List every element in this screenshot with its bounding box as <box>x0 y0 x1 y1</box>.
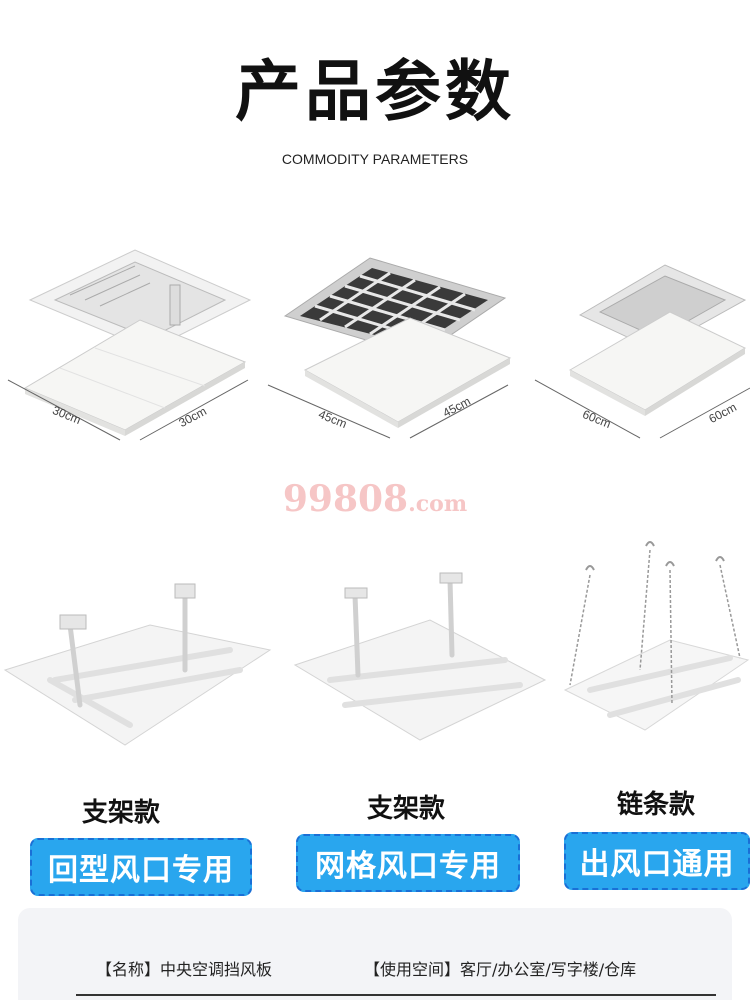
product-info-panel: 【名称】中央空调挡风板 【使用空间】客厅/办公室/写字楼/仓库 <box>18 908 732 1000</box>
chain-mount-illustration <box>560 540 750 764</box>
usage-badge-3: 出风口通用 <box>564 832 750 890</box>
product-name: 【名称】中央空调挡风板 <box>96 960 273 979</box>
watermark-main: 99808 <box>282 478 409 520</box>
grid-vent-illustration <box>267 257 512 439</box>
product-60cm: 60cm 60cm <box>530 240 750 450</box>
bracket-mount-illustration-2 <box>290 540 550 764</box>
product-45cm: 45cm 45cm <box>260 240 512 450</box>
product-30cm: 30cm 30cm <box>0 240 252 450</box>
mount-style-label-3: 链条款 <box>617 790 696 820</box>
usage-space: 【使用空间】客厅/办公室/写字楼/仓库 <box>364 960 637 979</box>
page-subtitle: COMMODITY PARAMETERS <box>281 151 469 167</box>
usage-badge-2: 网格风口专用 <box>296 834 520 892</box>
mount-style-label-1: 支架款 <box>82 798 161 828</box>
louver-vent-illustration <box>7 249 252 441</box>
watermark: 99808.com <box>0 478 750 520</box>
product-size-row: 30cm 30cm 45cm 45cm <box>0 240 750 450</box>
page-title: 产品参数 <box>235 53 515 130</box>
mount-style-label-2: 支架款 <box>367 794 446 824</box>
watermark-suffix: .com <box>408 491 468 517</box>
divider <box>76 994 716 996</box>
mount-style-row <box>0 540 750 780</box>
bracket-mount-illustration-1 <box>0 540 280 764</box>
usage-badge-1: 回型风口专用 <box>30 838 252 896</box>
outlet-vent-illustration <box>534 264 750 439</box>
